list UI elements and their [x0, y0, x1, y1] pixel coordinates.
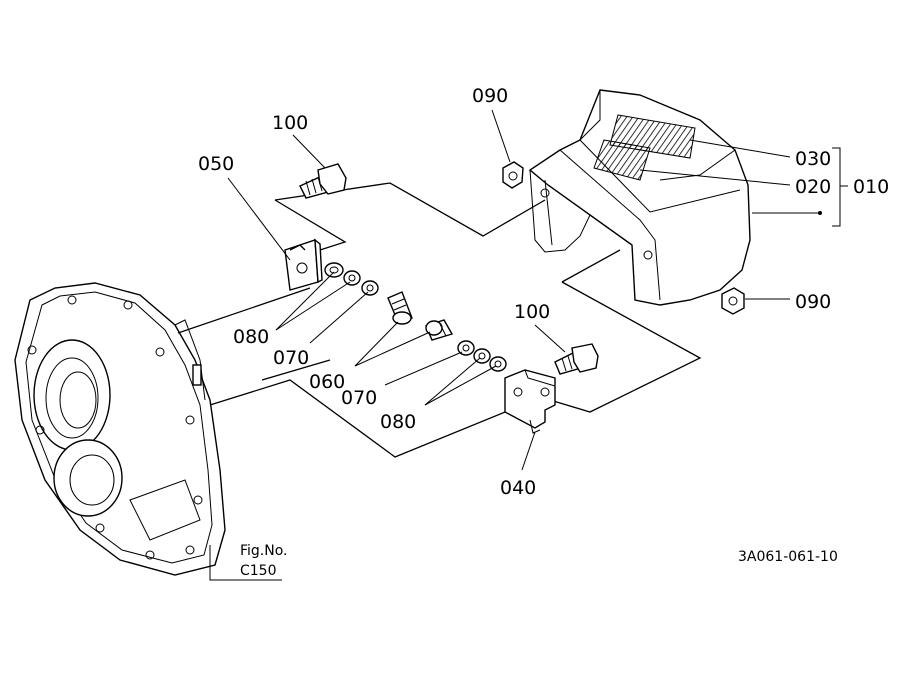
figure-label: Fig.No. — [240, 543, 288, 559]
label-part-050: 050 — [198, 153, 234, 175]
label-part-070-lower: 070 — [341, 387, 377, 409]
bracket-050 — [284, 238, 323, 291]
nut-090-upper — [502, 161, 524, 189]
leader-lines — [209, 109, 848, 581]
label-part-100-upper: 100 — [272, 112, 308, 134]
drawing-code: 3A061-061-10 — [738, 549, 838, 565]
bracket-040 — [504, 369, 556, 434]
label-part-010: 010 — [853, 176, 889, 198]
bolt-060-lower — [425, 319, 454, 341]
bolt-100-lower — [554, 343, 599, 375]
washer-080-lower-2 — [489, 356, 507, 372]
label-part-080-upper: 080 — [233, 326, 269, 348]
nut-090-lower — [721, 287, 745, 315]
label-part-090-upper: 090 — [472, 85, 508, 107]
label-part-020: 020 — [795, 176, 831, 198]
label-part-070-upper: 070 — [273, 347, 309, 369]
label-part-030: 030 — [795, 148, 831, 170]
cover-010 — [528, 89, 751, 306]
assembly-lines — [177, 182, 702, 458]
figure-info: Fig.No. C150 3A061-061-10 — [240, 543, 838, 579]
transmission-housing — [14, 282, 226, 576]
bolt-100-upper — [299, 163, 347, 199]
part-labels: 100 050 080 070 060 070 080 100 040 090 … — [198, 85, 889, 499]
figure-number: C150 — [240, 563, 277, 579]
washer-070-lower — [457, 340, 475, 356]
washer-080-upper-2 — [343, 270, 361, 286]
bolt-060-upper — [387, 291, 413, 325]
label-part-100-lower: 100 — [514, 301, 550, 323]
washer-070-upper — [361, 280, 379, 296]
label-part-060: 060 — [309, 371, 345, 393]
label-part-040: 040 — [500, 477, 536, 499]
washer-080-upper — [324, 262, 344, 278]
label-part-080-lower: 080 — [380, 411, 416, 433]
label-part-090-lower: 090 — [795, 291, 831, 313]
